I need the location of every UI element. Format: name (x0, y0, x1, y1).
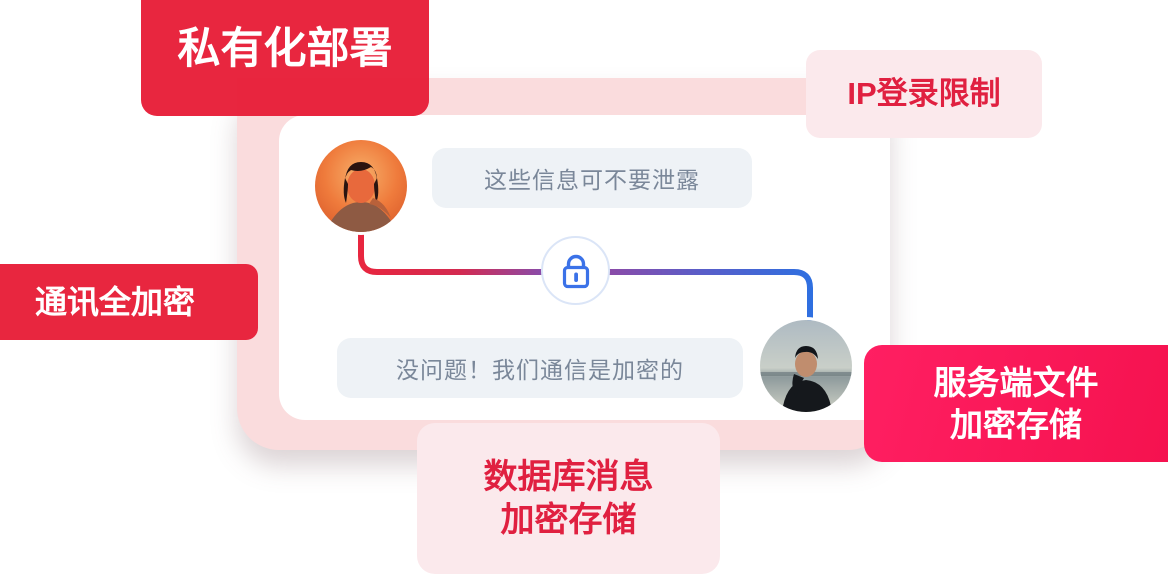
avatar (760, 320, 852, 412)
badge-label: 私有化部署 (177, 24, 393, 73)
chat-bubble-text: 这些信息可不要泄露 (484, 167, 700, 193)
badge-label-line2: 加密存储 (500, 500, 637, 539)
badge-private-deployment-overlap (237, 78, 429, 116)
badge-database-message-encrypted-storage[interactable]: 数据库消息 加密存储 (417, 423, 720, 574)
badge-full-communication-encryption[interactable]: 通讯全加密 (0, 264, 258, 340)
avatar-woman-orange (315, 140, 407, 232)
badge-label-line1: 数据库消息 (483, 457, 654, 496)
badge-label: 通讯全加密 (34, 283, 195, 320)
badge-ip-login-restriction[interactable]: IP登录限制 (806, 50, 1042, 138)
chat-bubble-incoming: 这些信息可不要泄露 (432, 148, 752, 208)
avatar-man-sky (760, 320, 852, 412)
badge-label-line2: 加密存储 (950, 405, 1082, 443)
badge-label-line1: 服务端文件 (933, 363, 1099, 401)
lock-icon (562, 254, 589, 288)
avatar (315, 140, 407, 232)
chat-bubble-text: 没问题！我们通信是加密的 (396, 357, 684, 383)
badge-server-file-encrypted-storage[interactable]: 服务端文件 加密存储 (864, 345, 1168, 462)
chat-bubble-outgoing: 没问题！我们通信是加密的 (337, 338, 743, 398)
badge-label: IP登录限制 (847, 76, 1001, 112)
encryption-lock-indicator (541, 236, 610, 305)
